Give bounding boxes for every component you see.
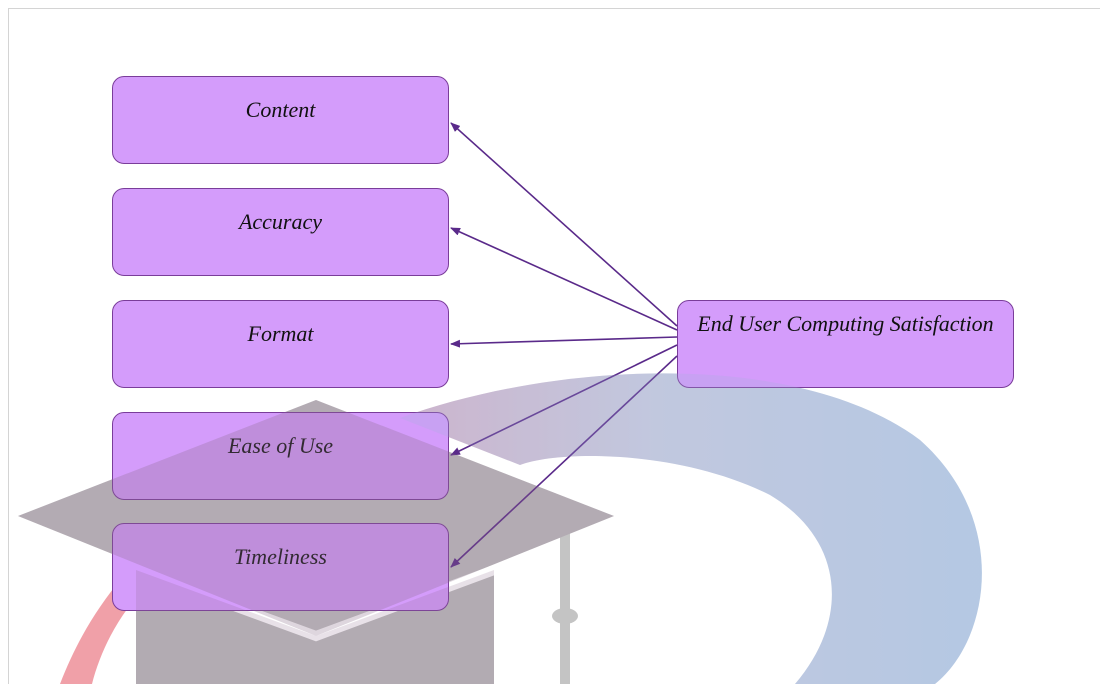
factor-label-timeliness: Timeliness <box>234 544 327 569</box>
factor-node-accuracy: Accuracy <box>112 188 449 276</box>
factor-node-timeliness: Timeliness <box>112 523 449 611</box>
factor-node-content: Content <box>112 76 449 164</box>
factor-label-content: Content <box>245 97 316 122</box>
watermark-red-swoosh <box>60 578 128 684</box>
factor-label-format: Format <box>247 321 314 346</box>
factor-node-format: Format <box>112 300 449 388</box>
hub-label: End User Computing Satisfaction <box>697 311 994 336</box>
hub-node-end-user-computing-satisfaction: End User Computing Satisfaction <box>677 300 1014 388</box>
factor-label-accuracy: Accuracy <box>238 209 323 234</box>
factor-node-ease-of-use: Ease of Use <box>112 412 449 500</box>
watermark-tassel-knot <box>552 608 578 624</box>
watermark-tassel-string <box>560 528 570 684</box>
watermark-cap-body <box>136 570 494 684</box>
factor-label-ease-of-use: Ease of Use <box>227 433 334 458</box>
page-frame <box>8 8 1100 684</box>
